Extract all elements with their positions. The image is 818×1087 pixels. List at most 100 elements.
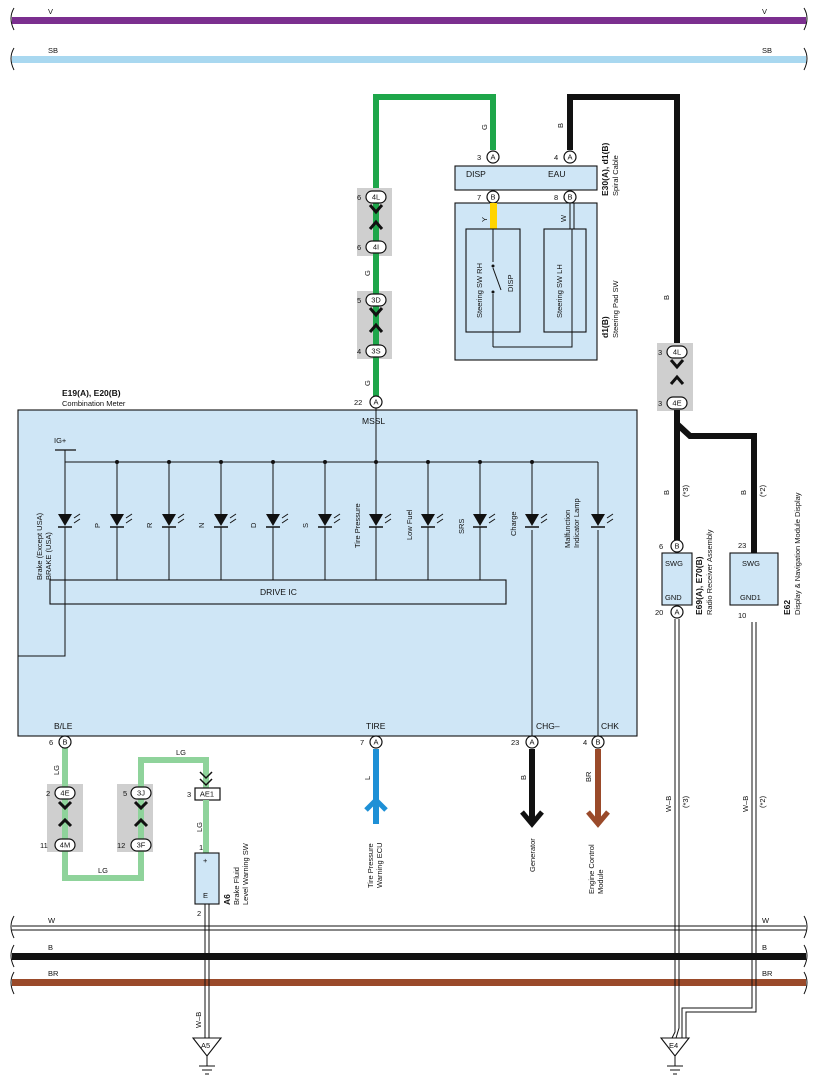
svg-text:6: 6 xyxy=(659,542,663,551)
wire-g-label-top: G xyxy=(480,124,489,130)
svg-text:20: 20 xyxy=(655,608,663,617)
meter-bottom-wiring: B 6 LG 4E 2 4M 11 3J 5 3F 12 LG LG AE1 3… xyxy=(40,735,610,894)
steering-sw-rh-label: Steering SW RH xyxy=(475,263,484,318)
lamp-5 xyxy=(318,460,341,580)
lamp-mil-label-1: Malfunction xyxy=(563,510,572,548)
wire-g-label-mid: G xyxy=(363,270,372,276)
svg-text:B: B xyxy=(62,738,67,747)
svg-text:4E: 4E xyxy=(60,789,69,798)
lamp-3 xyxy=(214,460,237,580)
svg-text:3: 3 xyxy=(658,399,662,408)
svg-text:(*2): (*2) xyxy=(758,795,767,808)
ground-e4-icon xyxy=(659,1037,691,1057)
svg-text:LG: LG xyxy=(52,765,61,775)
svg-text:1: 1 xyxy=(199,843,203,852)
svg-text:4E: 4E xyxy=(672,399,681,408)
svg-text:6: 6 xyxy=(357,193,361,202)
lamp-4 xyxy=(266,460,289,580)
svg-text:A5: A5 xyxy=(201,1041,210,1050)
svg-text:GND1: GND1 xyxy=(740,593,761,602)
junction-3D xyxy=(365,293,387,307)
lamp-7 xyxy=(421,460,444,580)
green-wire-mssl: 4L 6 4I 6 G 3D 5 3S 4 G xyxy=(357,188,392,402)
svg-text:6: 6 xyxy=(357,243,361,252)
bus-v-label-right: V xyxy=(762,7,767,16)
radio-id: E69(A), E70(B) xyxy=(694,556,704,615)
meter-chg-pin xyxy=(525,735,539,749)
svg-text:A: A xyxy=(373,738,378,747)
bus-w-label-left: W xyxy=(48,916,56,925)
meter-tire-label: TIRE xyxy=(366,721,386,731)
lamp-n-label: N xyxy=(197,523,206,528)
spiral-cable-id: E30(A), d1(B) xyxy=(600,142,610,196)
meter-box xyxy=(17,409,638,737)
svg-text:W–B: W–B xyxy=(741,796,750,812)
spiral-disp-label: DISP xyxy=(466,169,486,179)
svg-text:3F: 3F xyxy=(137,841,146,850)
bus-w-label-right: W xyxy=(762,916,770,925)
bus-br-label-left: BR xyxy=(48,969,59,978)
brake-fluid-name-2: Level Warning SW xyxy=(241,842,250,905)
svg-text:+: + xyxy=(203,856,208,865)
svg-text:A: A xyxy=(373,398,378,407)
spiral-pin-3 xyxy=(486,150,500,164)
radio-name: Radio Receiver Assembly xyxy=(705,529,714,615)
tire-ecu-label-1: Tire Pressure xyxy=(366,843,375,888)
lamp-fuel-label: Low Fuel xyxy=(405,509,414,540)
meter-id: E19(A), E20(B) xyxy=(62,388,121,398)
svg-text:3J: 3J xyxy=(137,789,145,798)
bus-v: V V xyxy=(10,7,808,31)
display-module: 23 SWG GND1 10 E62 Display & Navigation … xyxy=(729,492,802,620)
steering-pad-id: d1(B) xyxy=(600,316,610,338)
lamp-brake-label-2: BRAKE (USA) xyxy=(44,532,53,580)
svg-text:BR: BR xyxy=(584,771,593,782)
wire-y-label: Y xyxy=(480,217,489,222)
svg-text:B: B xyxy=(674,542,679,551)
meter-chg-label: CHG– xyxy=(536,721,560,731)
display-name: Display & Navigation Module Display xyxy=(793,492,802,615)
svg-text:AE1: AE1 xyxy=(200,790,214,799)
svg-text:4M: 4M xyxy=(60,841,70,850)
lamp-srs-label: SRS xyxy=(457,519,466,534)
meter-ble-pin xyxy=(58,735,72,749)
display-box xyxy=(729,552,779,606)
svg-text:W–B: W–B xyxy=(194,1012,203,1028)
ground-wires: W–B A5 W–B (*3) W–B (*2) E4 xyxy=(191,619,767,1075)
svg-text:23: 23 xyxy=(738,541,746,550)
radio-box xyxy=(661,552,693,606)
radio-pin-6 xyxy=(670,539,684,553)
junction-4M xyxy=(54,838,76,852)
ecm-label-1: Engine Control xyxy=(587,844,596,894)
svg-text:4L: 4L xyxy=(673,348,681,357)
svg-text:5: 5 xyxy=(123,789,127,798)
junction-4I xyxy=(365,240,387,254)
svg-text:B: B xyxy=(567,193,572,202)
lamp-d-label: D xyxy=(249,522,258,528)
svg-text:4: 4 xyxy=(583,738,587,747)
bus-w: W W xyxy=(10,915,808,939)
junction-3F xyxy=(130,838,152,852)
svg-text:B: B xyxy=(490,193,495,202)
svg-text:(*2): (*2) xyxy=(758,484,767,497)
steering-pad-name: Steering Pad SW xyxy=(611,280,620,338)
svg-text:B: B xyxy=(662,295,671,300)
brake-fluid-box xyxy=(194,852,220,905)
svg-text:W–B: W–B xyxy=(664,796,673,812)
brake-fluid-switch: 1 + E 2 A6 Brake Fluid Level Warning SW xyxy=(194,842,250,918)
svg-text:B: B xyxy=(519,775,528,780)
junction-4E-right xyxy=(666,396,688,410)
junction-3J xyxy=(130,786,152,800)
junction-4E-left xyxy=(54,786,76,800)
lamp-charge-label: Charge xyxy=(509,511,518,536)
spiral-cable-box xyxy=(454,165,598,191)
wire-g-label-low: G xyxy=(363,380,372,386)
junction-4L-top xyxy=(365,190,387,204)
bus-br-label-right: BR xyxy=(762,969,773,978)
lamp-10 xyxy=(591,462,614,528)
svg-text:7: 7 xyxy=(477,193,481,202)
drive-ic-label: DRIVE IC xyxy=(260,587,297,597)
steering-pad-sw: Y W Steering SW RH Steering SW LH DISP d… xyxy=(454,202,620,361)
bus-b-label-right: B xyxy=(762,943,767,952)
svg-text:E4: E4 xyxy=(669,1041,678,1050)
